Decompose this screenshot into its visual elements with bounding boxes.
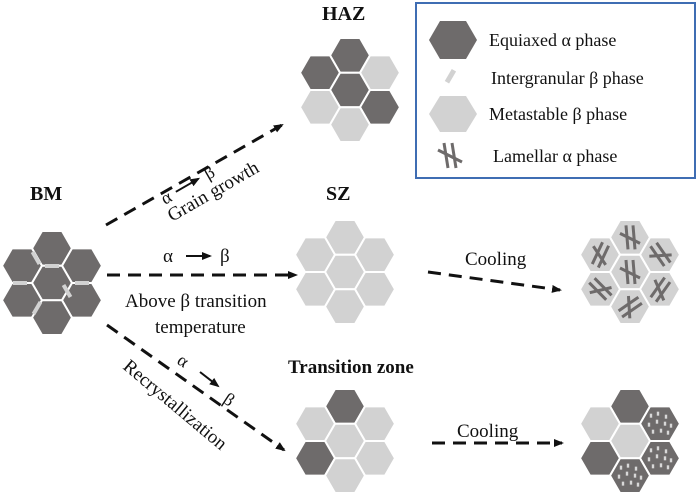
temperature-label: temperature [155, 317, 246, 338]
legend-label-equiaxed-alpha: Equiaxed α phase [489, 30, 616, 50]
cluster-tz [293, 388, 397, 494]
legend-label-metastable-beta: Metastable β phase [489, 104, 627, 124]
arrow-bm-to-tz [106, 323, 286, 452]
legend-intergranular-beta-icon [444, 68, 457, 84]
lamellar-alpha [619, 259, 641, 285]
precipitate-dots [617, 463, 643, 487]
lamellar-alpha [617, 295, 643, 319]
cluster-bm [0, 230, 104, 336]
legend-metastable-beta-icon [429, 96, 477, 132]
legend-label-intergranular-beta: Intergranular β phase [491, 68, 644, 88]
transition-zone-title: Transition zone [288, 357, 414, 378]
lamellar-alpha [588, 277, 613, 301]
metastable-beta-grain [323, 457, 367, 494]
legend-lamellar-alpha-icon [437, 142, 463, 169]
sz-title: SZ [326, 183, 350, 205]
equiaxed-alpha-grain [608, 457, 652, 494]
bm-title: BM [30, 183, 62, 205]
cluster-sz-cooled [578, 219, 682, 325]
lamellar-alpha [649, 241, 672, 267]
cluster-haz [298, 37, 402, 143]
lower-alpha: α [174, 350, 193, 372]
cooling-label-sz: Cooling [465, 249, 527, 270]
intergranular-beta [13, 250, 89, 316]
equiaxed-alpha-grain [30, 299, 74, 336]
lamellar-alpha [590, 241, 610, 269]
cluster-tz-cooled [578, 388, 682, 494]
precipitate-dots [647, 446, 673, 470]
upper-small-arrow [175, 177, 201, 193]
metastable-beta-grain [328, 106, 372, 143]
cluster-sz [293, 219, 397, 325]
grain-growth-label: Grain growth [164, 157, 263, 226]
precipitate-dots [647, 411, 673, 435]
haz-title: HAZ [322, 3, 365, 25]
middle-alpha: α [163, 246, 173, 267]
middle-beta: β [220, 246, 230, 267]
lower-beta: β [220, 389, 239, 411]
lower-small-arrow [199, 371, 220, 388]
metastable-beta-grain [323, 288, 367, 325]
recrystallization-label: Recrystallization [119, 356, 231, 455]
arrow-bm-to-haz [105, 123, 284, 227]
legend: Equiaxed α phase Intergranular β phase M… [415, 2, 696, 179]
legend-equiaxed-alpha-icon [429, 21, 477, 59]
above-beta-transition-label: Above β transition [125, 291, 267, 312]
arrow-sz-cooling [427, 270, 562, 293]
lamellar-alpha [649, 276, 672, 303]
cooling-label-tz: Cooling [457, 421, 519, 442]
lamellar-alpha [619, 225, 641, 250]
legend-label-lamellar-alpha: Lamellar α phase [493, 146, 617, 166]
